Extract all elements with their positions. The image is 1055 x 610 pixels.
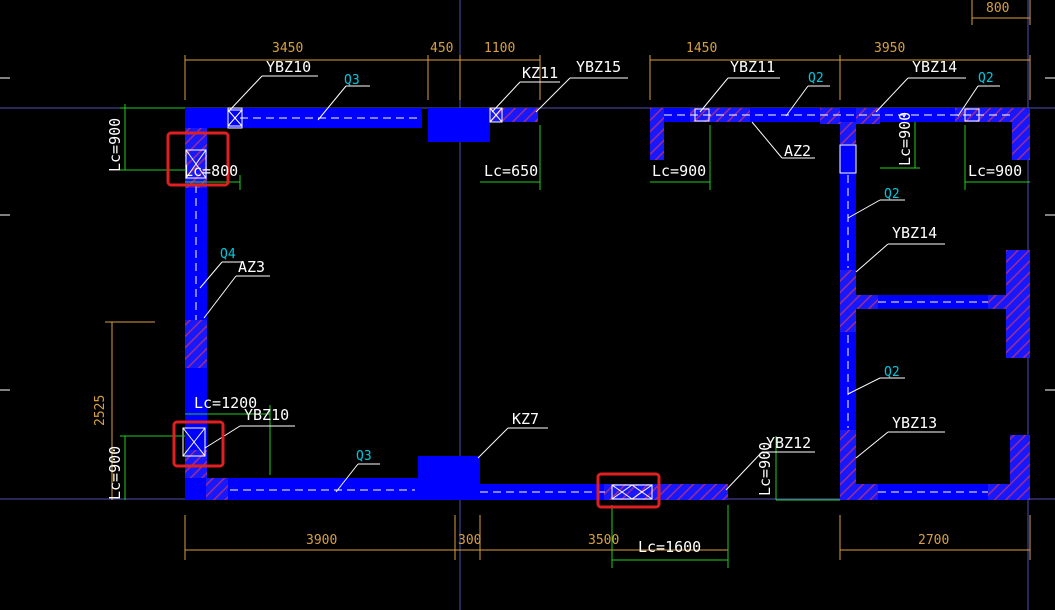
wall-right-vertical <box>839 108 857 500</box>
label-ybz12: YBZ12 <box>766 434 811 452</box>
element-labels: YBZ10 KZ11 YBZ15 YBZ11 YBZ14 AZ2 AZ3 YBZ… <box>238 58 957 452</box>
lc-left-800: Lc=800 <box>184 162 238 180</box>
dim-bottom-1: 3900 <box>306 533 337 548</box>
axis-ticks <box>0 77 1055 391</box>
lc-ybz11: Lc=900 <box>652 162 706 180</box>
label-kz7: KZ7 <box>512 410 539 428</box>
label-ybz11: YBZ11 <box>730 58 775 76</box>
dim-top-1: 3450 <box>272 41 303 56</box>
lc-kz11: Lc=650 <box>484 162 538 180</box>
dimension-lines <box>105 0 1031 560</box>
highlight-box-bottom-mid <box>596 472 661 509</box>
label-ybz13: YBZ13 <box>892 414 937 432</box>
label-az2: AZ2 <box>784 142 811 160</box>
wall-type-labels: Q3 Q2 Q2 Q4 Q2 Q2 Q3 <box>220 71 994 464</box>
wall-right-mid <box>856 250 1030 358</box>
highlight-box-top-left <box>166 131 230 187</box>
wall-left-bottom <box>185 456 728 500</box>
dimension-texts: 3450 450 1100 1450 3950 800 3900 300 350… <box>93 1 1009 548</box>
label-kz11: KZ11 <box>522 64 558 82</box>
label-q3-top: Q3 <box>344 73 360 88</box>
label-ybz10-top: YBZ10 <box>266 58 311 76</box>
dim-top-3: 1100 <box>484 41 515 56</box>
lc-ybz12-vert: Lc=900 <box>756 442 774 496</box>
wall-centerlines <box>195 114 1010 493</box>
label-ybz10-bottom: YBZ10 <box>244 406 289 424</box>
lc-left-bottom: Lc=900 <box>106 446 124 500</box>
label-ybz14-mid: YBZ14 <box>892 224 937 242</box>
lc-left-top: Lc=900 <box>106 118 124 172</box>
dim-bottom-4: 2700 <box>918 533 949 548</box>
dim-bottom-3: 3500 <box>588 533 619 548</box>
highlight-box-bottom-left <box>172 420 225 468</box>
leader-lines <box>199 75 1000 493</box>
highlight-boxes <box>166 131 661 509</box>
column-cross-markers <box>182 107 653 500</box>
label-q2-top-a: Q2 <box>808 71 824 86</box>
dim-left: 2525 <box>93 395 108 426</box>
wall-right-bottom <box>856 435 1030 500</box>
dim-top-2: 450 <box>430 41 453 56</box>
lc-ybz14-vert: Lc=900 <box>896 112 914 166</box>
lc-bottom-1600: Lc=1600 <box>638 538 701 556</box>
dim-top-4: 1450 <box>686 41 717 56</box>
dim-topright: 800 <box>986 1 1009 16</box>
lc-labels: Lc=900 Lc=800 Lc=650 Lc=900 Lc=900 Lc=90… <box>106 112 1022 556</box>
label-q2-right-b: Q2 <box>884 365 900 380</box>
label-az3: AZ3 <box>238 258 265 276</box>
label-q2-right-a: Q2 <box>884 187 900 202</box>
dim-top-5: 3950 <box>874 41 905 56</box>
dim-bottom-2: 300 <box>458 533 481 548</box>
lc-left-1200: Lc=1200 <box>194 394 257 412</box>
label-q2-top-b: Q2 <box>978 71 994 86</box>
label-q3-bottom: Q3 <box>356 449 372 464</box>
lc-right-top: Lc=900 <box>968 162 1022 180</box>
label-q4: Q4 <box>220 247 236 262</box>
label-ybz14-top: YBZ14 <box>912 58 957 76</box>
wall-left-top <box>185 107 538 142</box>
label-ybz15: YBZ15 <box>576 58 621 76</box>
